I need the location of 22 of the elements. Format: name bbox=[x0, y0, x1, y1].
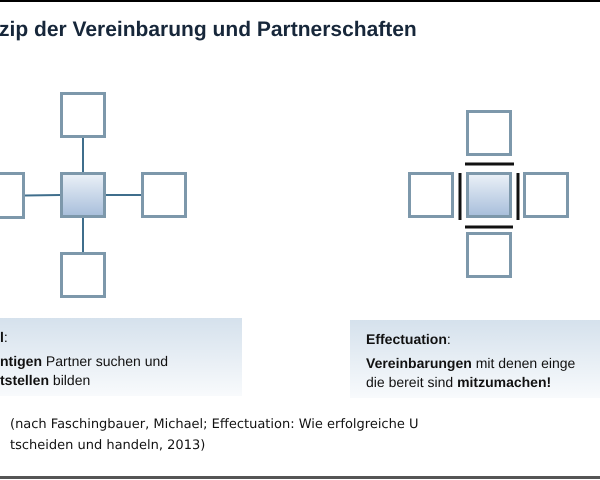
text-panel bbox=[0, 318, 242, 396]
panel-heading: Effectuation: bbox=[366, 330, 452, 349]
partner-box bbox=[466, 110, 512, 156]
partner-box bbox=[60, 252, 106, 298]
title: zip der Vereinbarung und Partnerschaften bbox=[0, 17, 417, 43]
partner-box bbox=[523, 172, 569, 218]
connector-line bbox=[24, 194, 60, 196]
center-box bbox=[466, 172, 512, 218]
panel-text: Vereinbarungen mit denen einge die bereit sind mitzumachen! bbox=[366, 354, 576, 392]
panel-heading: l: bbox=[0, 328, 9, 347]
source-note: tscheiden und handeln, 2013) bbox=[10, 437, 206, 455]
text-panel bbox=[350, 320, 600, 398]
connector-line bbox=[82, 218, 84, 252]
panel-text: ntigen Partner suchen und tstellen bilden bbox=[0, 352, 170, 390]
partner-box bbox=[60, 92, 106, 138]
partner-box bbox=[466, 232, 512, 278]
partner-box bbox=[408, 172, 454, 218]
source-note: (nach Faschingbauer, Michael; Effectuation: Wie erfolgreiche U bbox=[10, 416, 418, 434]
connector-line bbox=[106, 194, 141, 196]
partner-box bbox=[141, 172, 187, 218]
center-box bbox=[60, 172, 106, 218]
connector-line bbox=[82, 138, 84, 172]
